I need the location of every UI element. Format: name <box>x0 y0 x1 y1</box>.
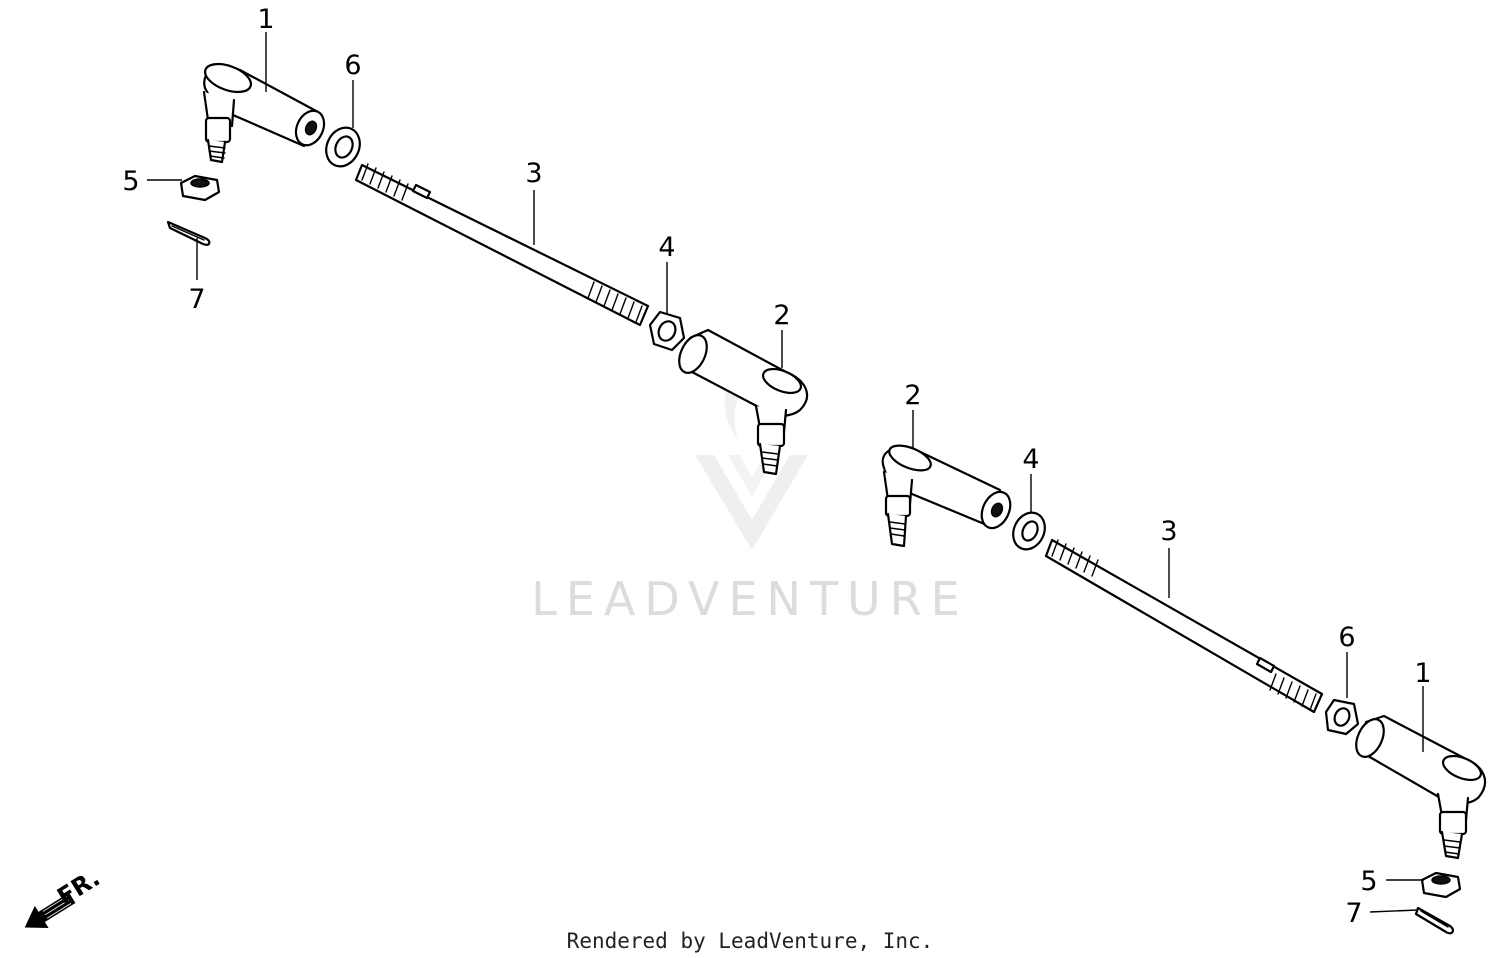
callout-right-4: 4 <box>1022 444 1039 475</box>
left-rod-3 <box>354 163 650 327</box>
right-castle-nut-5 <box>1420 871 1462 899</box>
callout-right-1: 1 <box>1414 658 1431 689</box>
right-tie-rod-end-2 <box>881 444 1012 548</box>
callout-right-5: 5 <box>1360 866 1377 897</box>
right-tie-rod-end-1 <box>1355 714 1487 860</box>
callout-right-7: 7 <box>1345 898 1362 929</box>
left-tie-rod-end-1 <box>202 62 326 164</box>
left-nut-4 <box>648 310 686 352</box>
callout-left-2: 2 <box>773 300 790 331</box>
callout-left-6: 6 <box>344 50 361 81</box>
left-nut-6 <box>325 126 361 168</box>
callout-right-3: 3 <box>1160 516 1177 547</box>
callout-left-7: 7 <box>188 284 205 315</box>
right-nut-6 <box>1324 698 1360 736</box>
callout-right-2: 2 <box>904 380 921 411</box>
callout-left-4: 4 <box>658 232 675 263</box>
left-castle-nut-5 <box>179 174 221 202</box>
right-nut-4 <box>1012 511 1046 551</box>
render-credit: Rendered by LeadVenture, Inc. <box>567 929 934 953</box>
left-tie-rod-end-2 <box>678 328 809 476</box>
watermark: LEADVENTURE <box>531 355 969 626</box>
watermark-text: LEADVENTURE <box>531 572 969 626</box>
callout-left-1: 1 <box>257 4 274 35</box>
callout-left-3: 3 <box>525 158 542 189</box>
front-direction-arrow-icon <box>24 892 76 928</box>
left-cotter-pin-7 <box>166 220 211 246</box>
callout-right-6: 6 <box>1338 622 1355 653</box>
callout-left-5: 5 <box>122 166 139 197</box>
right-cotter-pin-7 <box>1414 906 1455 935</box>
right-rod-3 <box>1044 538 1324 714</box>
